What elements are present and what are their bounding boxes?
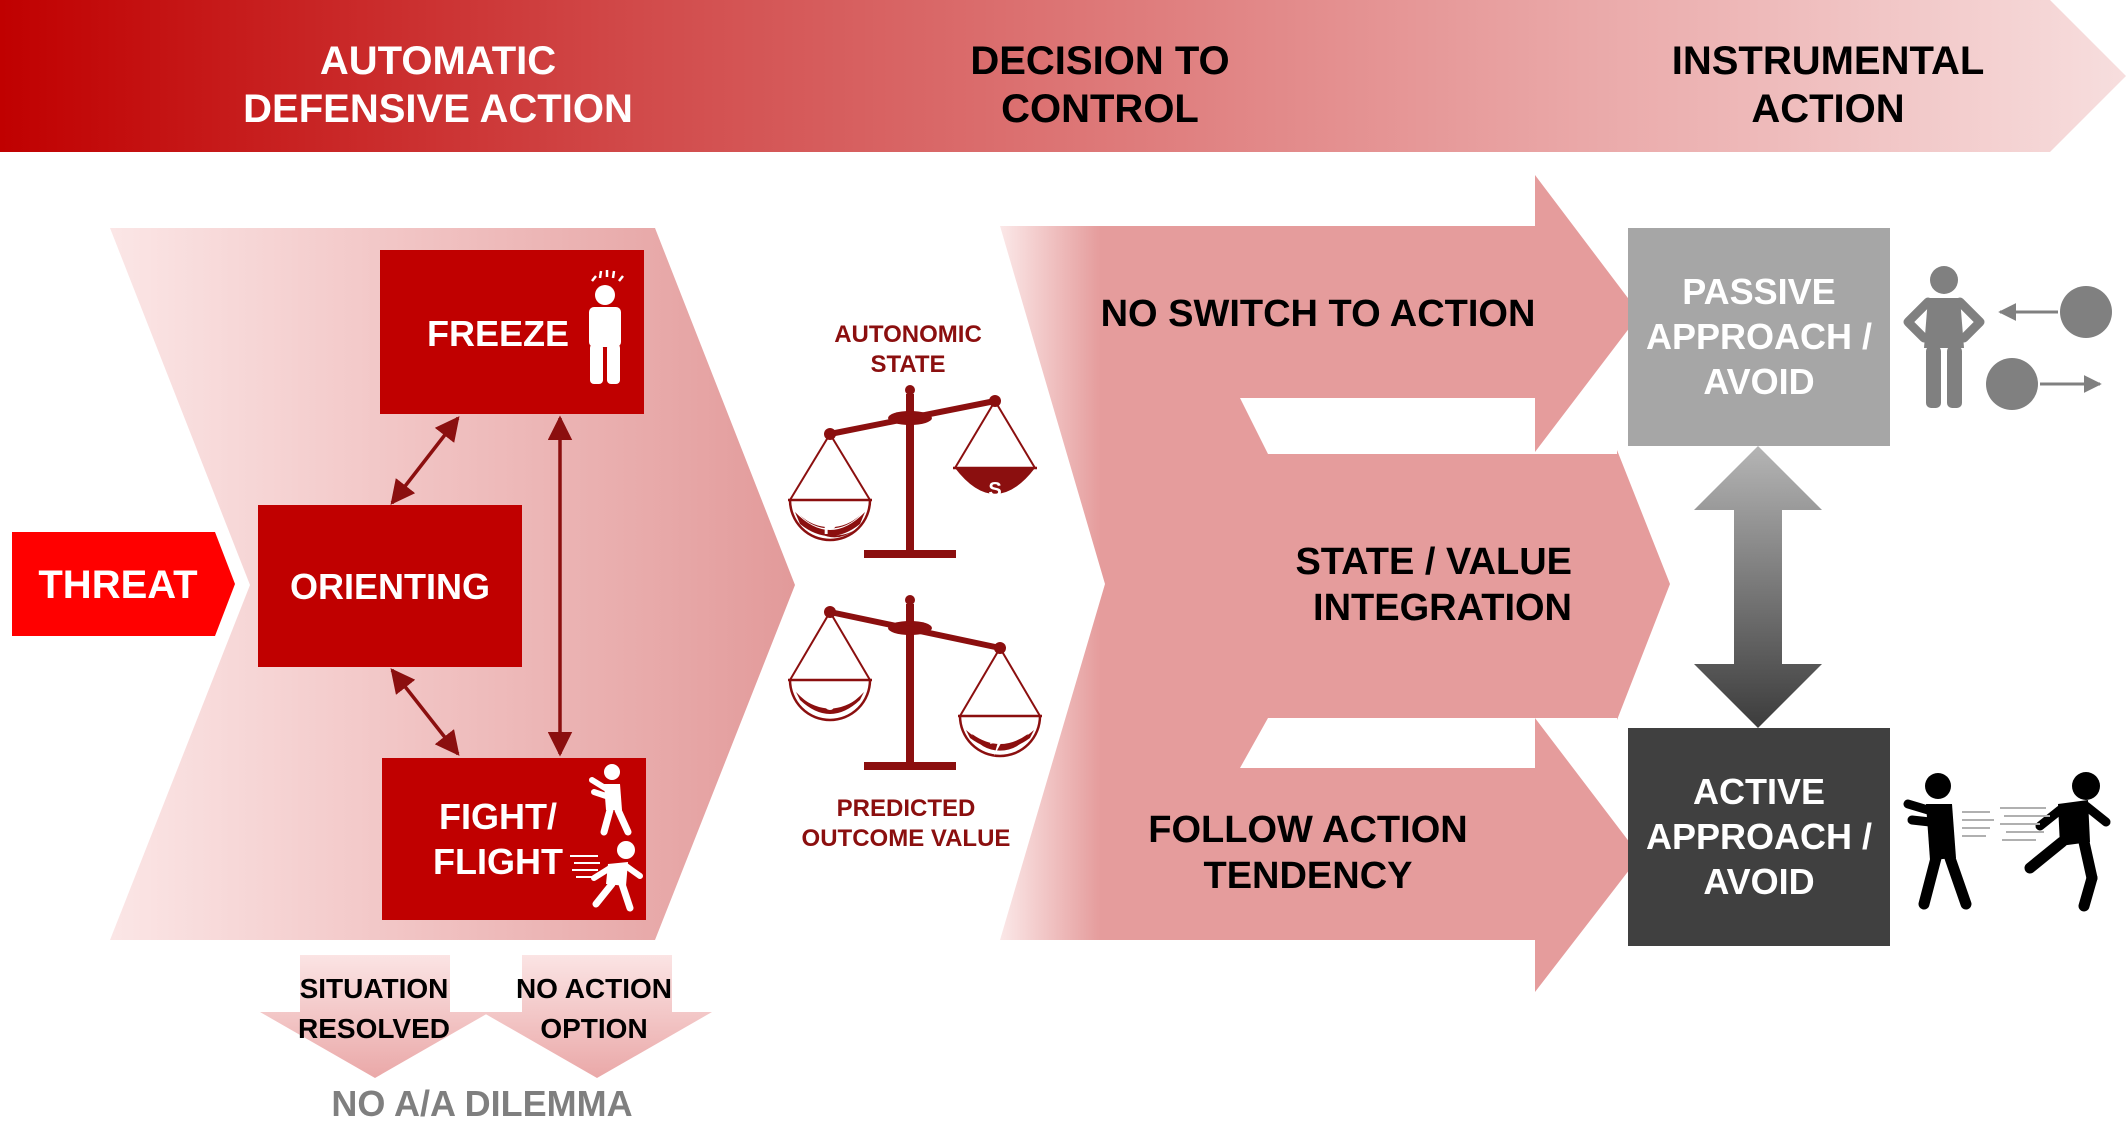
follow-action-line1: FOLLOW ACTION (1148, 809, 1467, 851)
situation-resolved-arrow (260, 955, 490, 1078)
phase-decision-line2: CONTROL (1001, 87, 1199, 131)
phase-automatic-line1: AUTOMATIC (320, 39, 556, 83)
freeze-box: FREEZE (380, 250, 644, 414)
state-value-line1: STATE / VALUE (1295, 541, 1572, 583)
state-value-line2: INTEGRATION (1313, 587, 1572, 629)
passive-active-double-arrow (1694, 446, 1822, 728)
follow-action-line2: TENDENCY (1203, 855, 1412, 897)
pan-euro-label: € (823, 693, 834, 715)
passive-line2: APPROACH / (1646, 316, 1872, 357)
threat-label: THREAT (38, 563, 197, 607)
fight-flight-box: FIGHT/ FLIGHT (382, 758, 646, 920)
phase-instrumental-line2: ACTION (1751, 87, 1904, 131)
no-action-option-line1: NO ACTION (516, 973, 672, 1004)
no-action-option-arrow (482, 955, 712, 1078)
active-box: ACTIVE APPROACH / AVOID (1628, 728, 1890, 946)
arrow-orienting-freeze (390, 416, 460, 505)
passive-person-icon (1903, 266, 1985, 408)
situation-resolved-line1: SITUATION (300, 973, 449, 1004)
autonomic-scale-icon (788, 385, 1037, 558)
active-line2: APPROACH / (1646, 816, 1872, 857)
active-line3: AVOID (1703, 861, 1814, 902)
situation-resolved-line2: RESOLVED (298, 1013, 450, 1044)
decision-arrow-shape (1000, 175, 1670, 992)
threat-arrow: THREAT (12, 532, 235, 636)
phase-instrumental-line1: INSTRUMENTAL (1672, 39, 1985, 83)
no-aa-dilemma: NO A/A DILEMMA (331, 1083, 632, 1122)
no-switch-to-action: NO SWITCH TO ACTION (1101, 293, 1536, 335)
orienting-box: ORIENTING (258, 505, 522, 667)
arrow-orienting-fight (390, 668, 460, 756)
approach-avoid-circles-icon (1986, 286, 2112, 410)
freeze-figure-icon (589, 270, 624, 384)
pan-s-label: S (988, 479, 1001, 501)
passive-box: PASSIVE APPROACH / AVOID (1628, 228, 1890, 446)
pan-p-label: P (823, 517, 836, 539)
phase-automatic-line2: DEFENSIVE ACTION (243, 87, 633, 131)
active-runner-icon (2000, 772, 2111, 912)
orienting-label: ORIENTING (290, 566, 490, 607)
passive-line3: AVOID (1703, 361, 1814, 402)
fight-flight-label-line1: FIGHT/ (439, 796, 557, 837)
autonomic-state-line2: STATE (870, 351, 945, 378)
autonomic-state-line1: AUTONOMIC (834, 321, 982, 348)
no-action-option-line2: OPTION (540, 1013, 647, 1044)
fighter-icon (589, 764, 632, 836)
active-line1: ACTIVE (1693, 771, 1825, 812)
active-fighter-icon (1903, 773, 1994, 910)
freeze-label: FREEZE (427, 313, 569, 354)
outcome-value-scale-icon (788, 595, 1042, 770)
predicted-outcome-line2: OUTCOME VALUE (802, 825, 1011, 852)
passive-line1: PASSIVE (1682, 271, 1835, 312)
header-arrow: AUTOMATIC DEFENSIVE ACTION DECISION TO C… (0, 0, 2126, 152)
runner-icon (570, 841, 643, 912)
fight-flight-label-line2: FLIGHT (433, 841, 563, 882)
predicted-outcome-line1: PREDICTED (837, 795, 976, 822)
phase-decision-line1: DECISION TO (970, 39, 1229, 83)
